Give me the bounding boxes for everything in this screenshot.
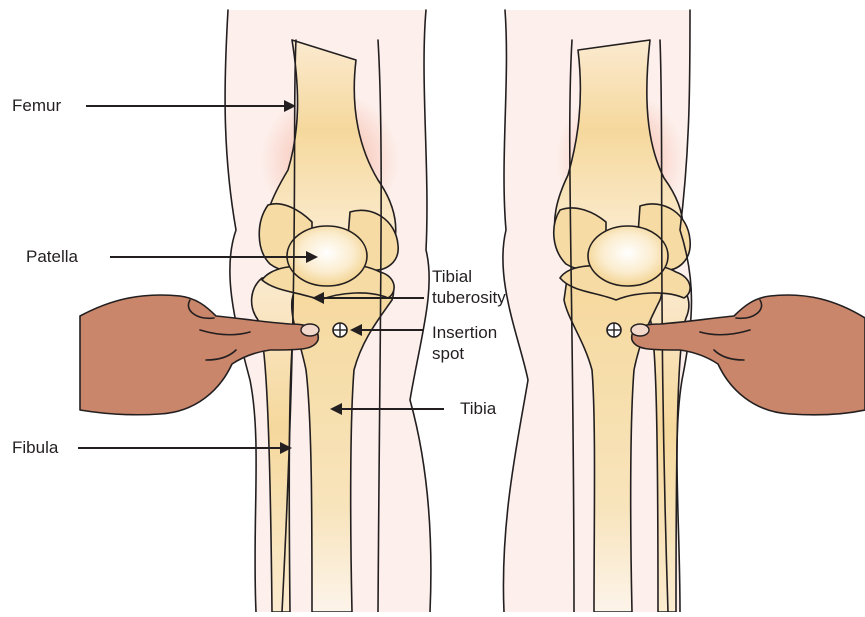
- tibial-tuberosity-label: Tibial tuberosity: [432, 266, 506, 308]
- patella-label: Patella: [26, 246, 78, 267]
- left-fingernail: [301, 324, 319, 336]
- tibia-label: Tibia: [460, 398, 496, 419]
- right-fingernail: [631, 324, 649, 336]
- insertion-spot-label: Insertion spot: [432, 322, 497, 364]
- right-patella: [588, 226, 668, 286]
- left-knee: [80, 10, 431, 612]
- right-knee: [503, 10, 865, 612]
- femur-label: Femur: [12, 95, 61, 116]
- fibula-label: Fibula: [12, 437, 58, 458]
